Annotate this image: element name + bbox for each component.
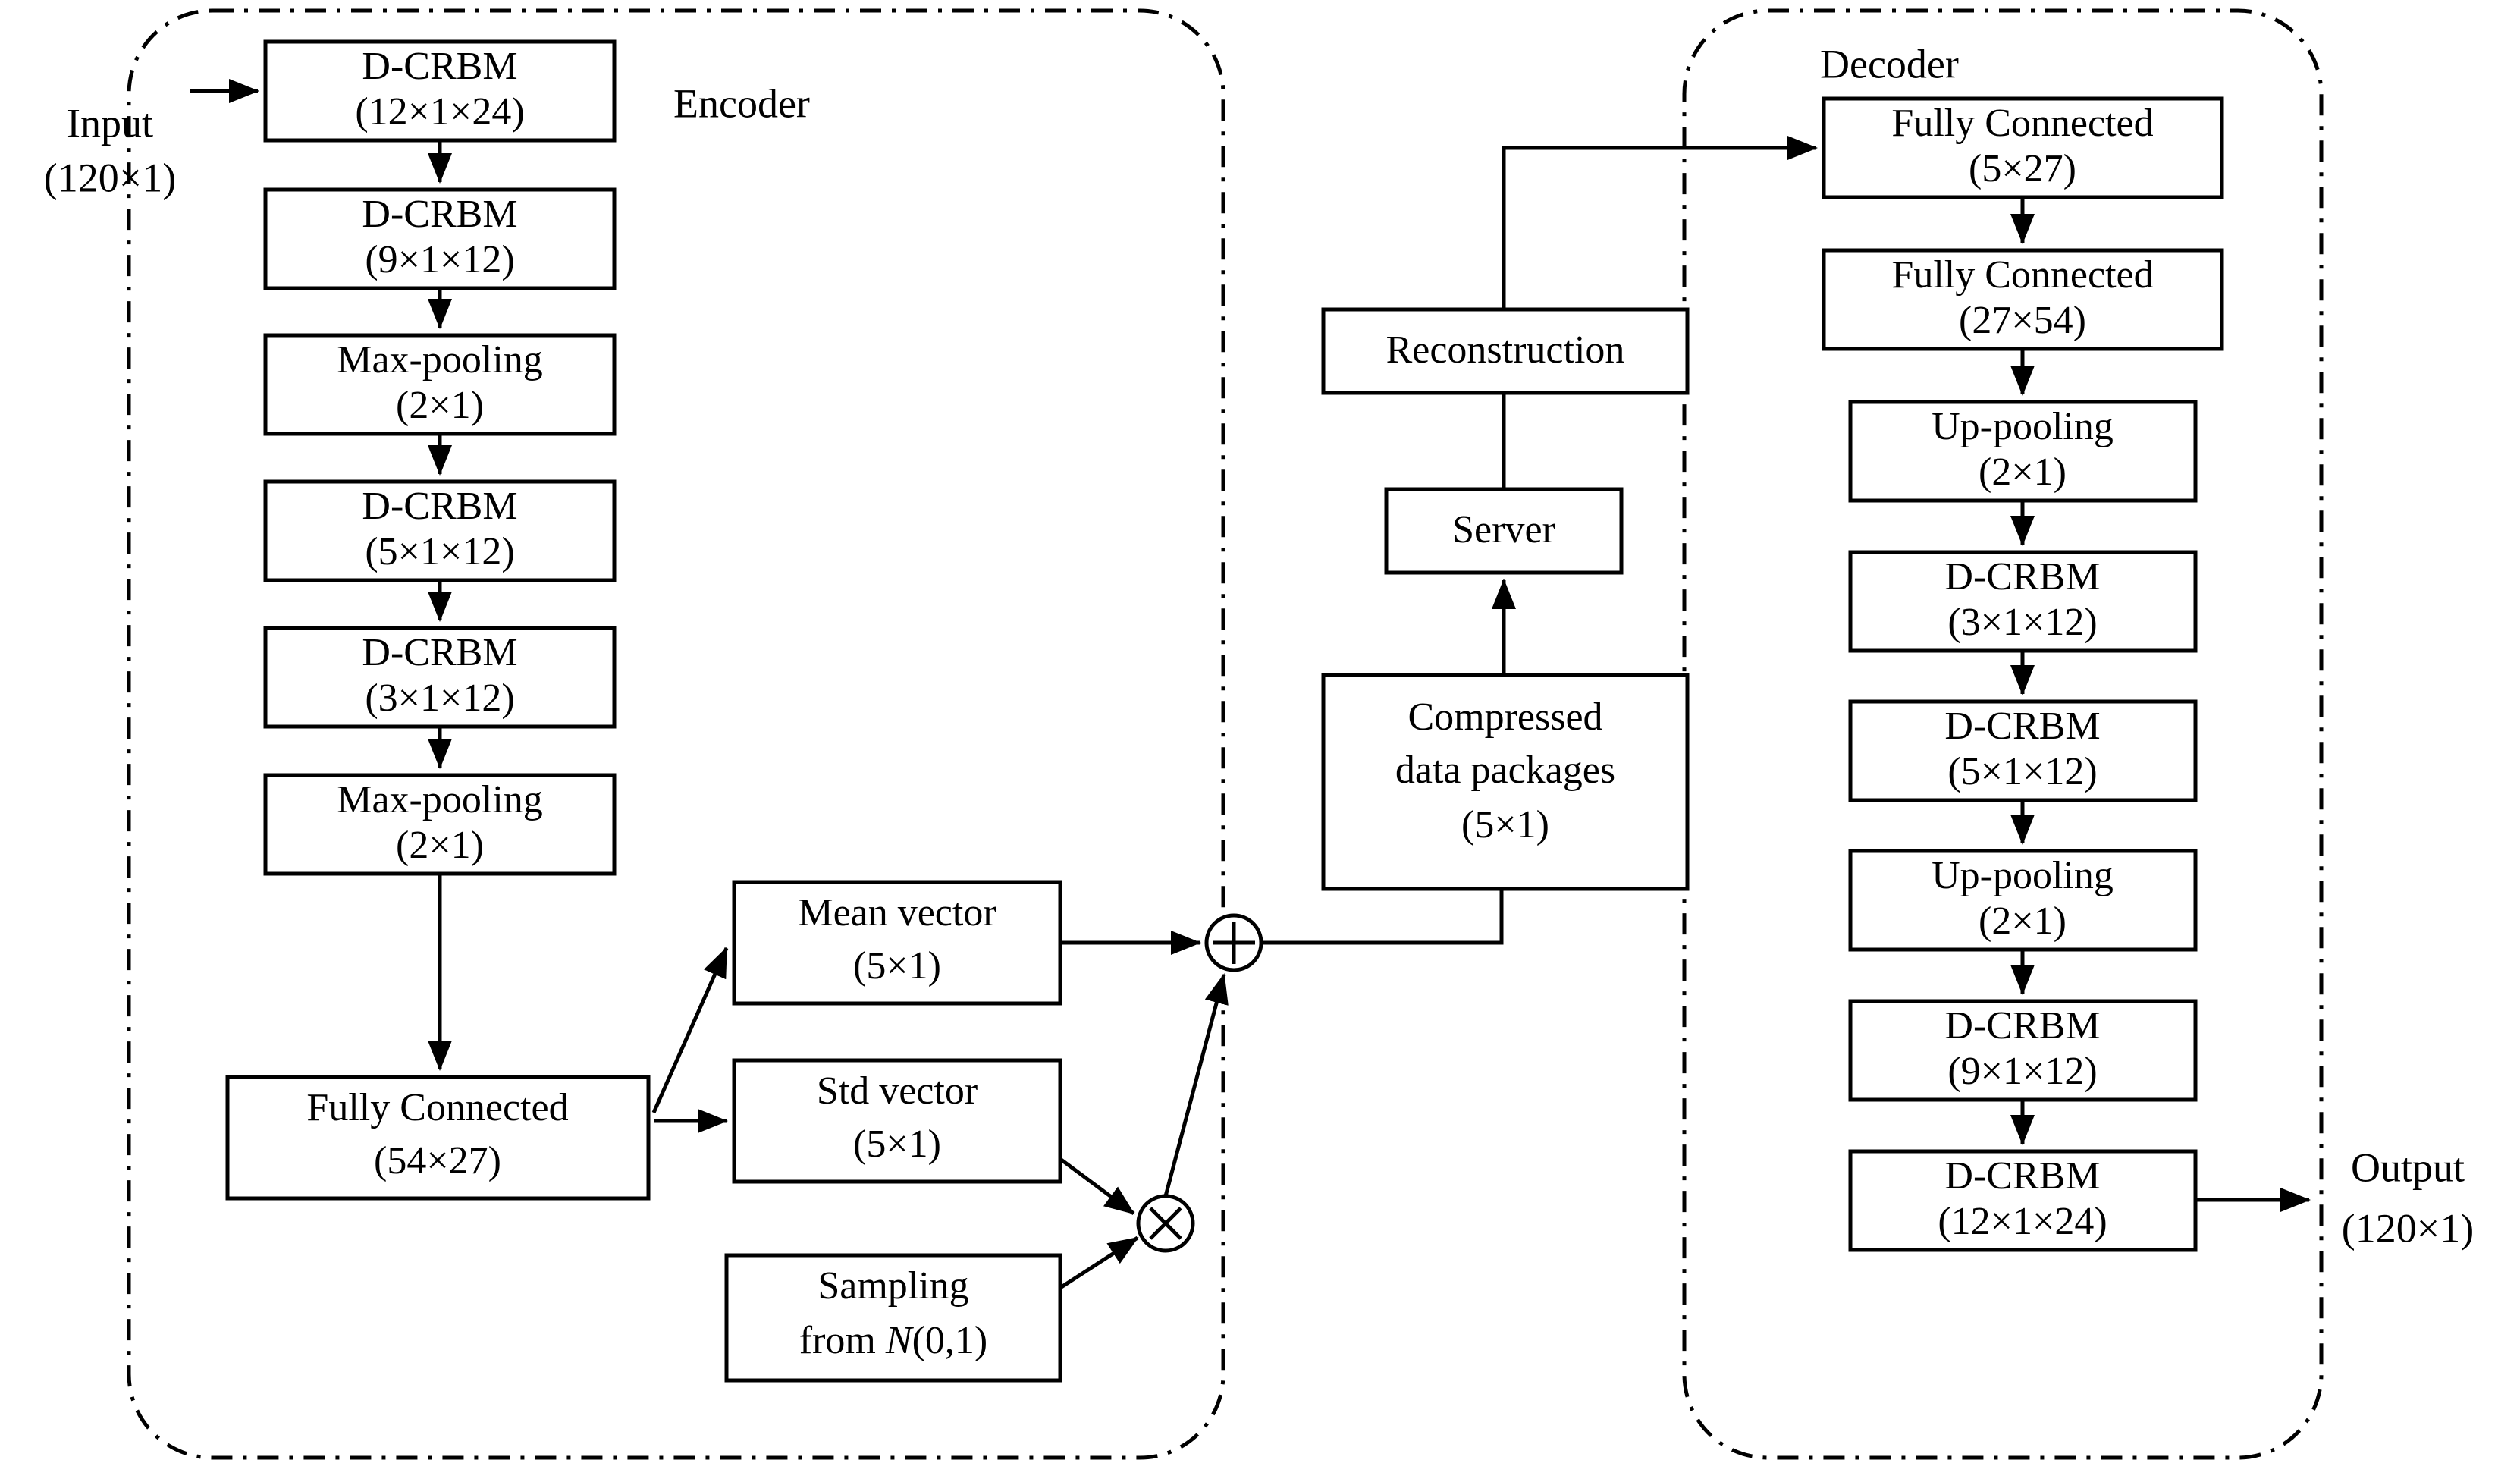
encoder-block-6-shape: (54×27) — [374, 1139, 501, 1182]
encoder-block-1[interactable] — [263, 187, 617, 290]
decoder-block-1-shape: (27×54) — [1959, 299, 2086, 342]
decoder-block-5-shape: (2×1) — [1979, 900, 2067, 943]
decoder-block-3-shape: (3×1×12) — [1947, 601, 2097, 644]
latent-block-mean[interactable] — [732, 880, 1062, 1006]
decoder-block-1[interactable] — [1822, 248, 2224, 351]
encoder-block-0-name: D-CRBM — [362, 45, 517, 88]
input-label-line1: Input — [67, 100, 153, 146]
decoder-block-7-name: D-CRBM — [1944, 1154, 2100, 1198]
encoder-block-4[interactable] — [263, 626, 617, 729]
encoder-block-6[interactable] — [225, 1075, 651, 1201]
latent-mean-name: Mean vector — [798, 891, 996, 934]
middle-compressed-line1: Compressed — [1407, 695, 1602, 739]
latent-block-std[interactable] — [732, 1058, 1062, 1184]
decoder-block-3[interactable] — [1848, 550, 2198, 653]
decoder-block-3-name: D-CRBM — [1944, 555, 2100, 598]
decoder-block-2-name: Up-pooling — [1932, 405, 2114, 448]
encoder-block-3[interactable] — [263, 479, 617, 582]
encoder-block-2-shape: (2×1) — [396, 384, 484, 427]
latent-mean-shape: (5×1) — [853, 944, 941, 987]
arrow-std-to-multiply — [1059, 1157, 1135, 1216]
decoder-block-7[interactable] — [1848, 1149, 2198, 1252]
encoder-block-6-name: Fully Connected — [306, 1086, 568, 1129]
multiply-operator-d2 — [1149, 1207, 1182, 1240]
middle-reconstruction-label: Reconstruction — [1386, 328, 1625, 372]
arrow-multiply-to-add — [1163, 973, 1229, 1197]
decoder-block-5-name: Up-pooling — [1932, 854, 2114, 897]
sampling-params: (0,1) — [912, 1319, 988, 1362]
latent-sampling-line2: from N(0,1) — [799, 1319, 987, 1362]
arrow-fc-to-mean — [651, 947, 729, 1114]
encoder-group-label: Encoder — [673, 80, 810, 126]
decoder-block-6-shape: (9×1×12) — [1947, 1050, 2097, 1093]
decoder-block-1-name: Fully Connected — [1891, 253, 2153, 297]
output-label-line1: Output — [2351, 1144, 2465, 1190]
middle-compressed-line3: (5×1) — [1461, 803, 1549, 846]
encoder-block-5[interactable] — [263, 773, 617, 876]
latent-std-shape: (5×1) — [853, 1122, 941, 1166]
encoder-block-2[interactable] — [263, 333, 617, 436]
encoder-block-5-name: Max-pooling — [337, 778, 543, 821]
decoder-block-4[interactable] — [1848, 699, 2198, 802]
encoder-block-4-name: D-CRBM — [362, 631, 517, 674]
encoder-block-0[interactable] — [263, 39, 617, 143]
input-label-line2: (120×1) — [44, 155, 176, 200]
encoder-block-1-name: D-CRBM — [362, 193, 517, 236]
decoder-block-0-name: Fully Connected — [1891, 102, 2153, 145]
encoder-block-2-name: Max-pooling — [337, 338, 543, 381]
decoder-group-label: Decoder — [1820, 41, 1959, 86]
decoder-block-2-shape: (2×1) — [1979, 451, 2067, 494]
encoder-block-1-shape: (9×1×12) — [365, 238, 514, 281]
decoder-block-5[interactable] — [1848, 849, 2198, 952]
latent-std-name: Std vector — [817, 1069, 978, 1113]
decoder-block-4-shape: (5×1×12) — [1947, 750, 2097, 793]
encoder-block-3-name: D-CRBM — [362, 485, 517, 528]
arrow-add-to-compressed — [1261, 888, 1504, 945]
encoder-block-5-shape: (2×1) — [396, 824, 484, 867]
decoder-block-6-name: D-CRBM — [1944, 1004, 2100, 1047]
encoder-block-3-shape: (5×1×12) — [365, 530, 514, 573]
decoder-block-4-name: D-CRBM — [1944, 705, 2100, 748]
decoder-block-0-shape: (5×27) — [1969, 147, 2076, 190]
arrow-reconstruction-to-decoder — [1502, 135, 1819, 309]
encoder-group-boundary — [127, 8, 1225, 1460]
arrow-sampling-to-multiply — [1059, 1236, 1139, 1290]
output-label-line2: (120×1) — [2342, 1205, 2474, 1251]
latent-block-sampling[interactable] — [724, 1253, 1062, 1383]
sampling-normal-symbol: N — [885, 1319, 915, 1362]
encoder-block-0-shape: (12×1×24) — [355, 90, 524, 133]
encoder-block-4-shape: (3×1×12) — [365, 677, 514, 720]
sampling-from-word: from — [799, 1319, 886, 1362]
decoder-block-7-shape: (12×1×24) — [1938, 1200, 2107, 1243]
middle-compressed-line2: data packages — [1395, 749, 1615, 792]
latent-sampling-line1: Sampling — [818, 1264, 968, 1308]
middle-server-label: Server — [1452, 508, 1555, 551]
